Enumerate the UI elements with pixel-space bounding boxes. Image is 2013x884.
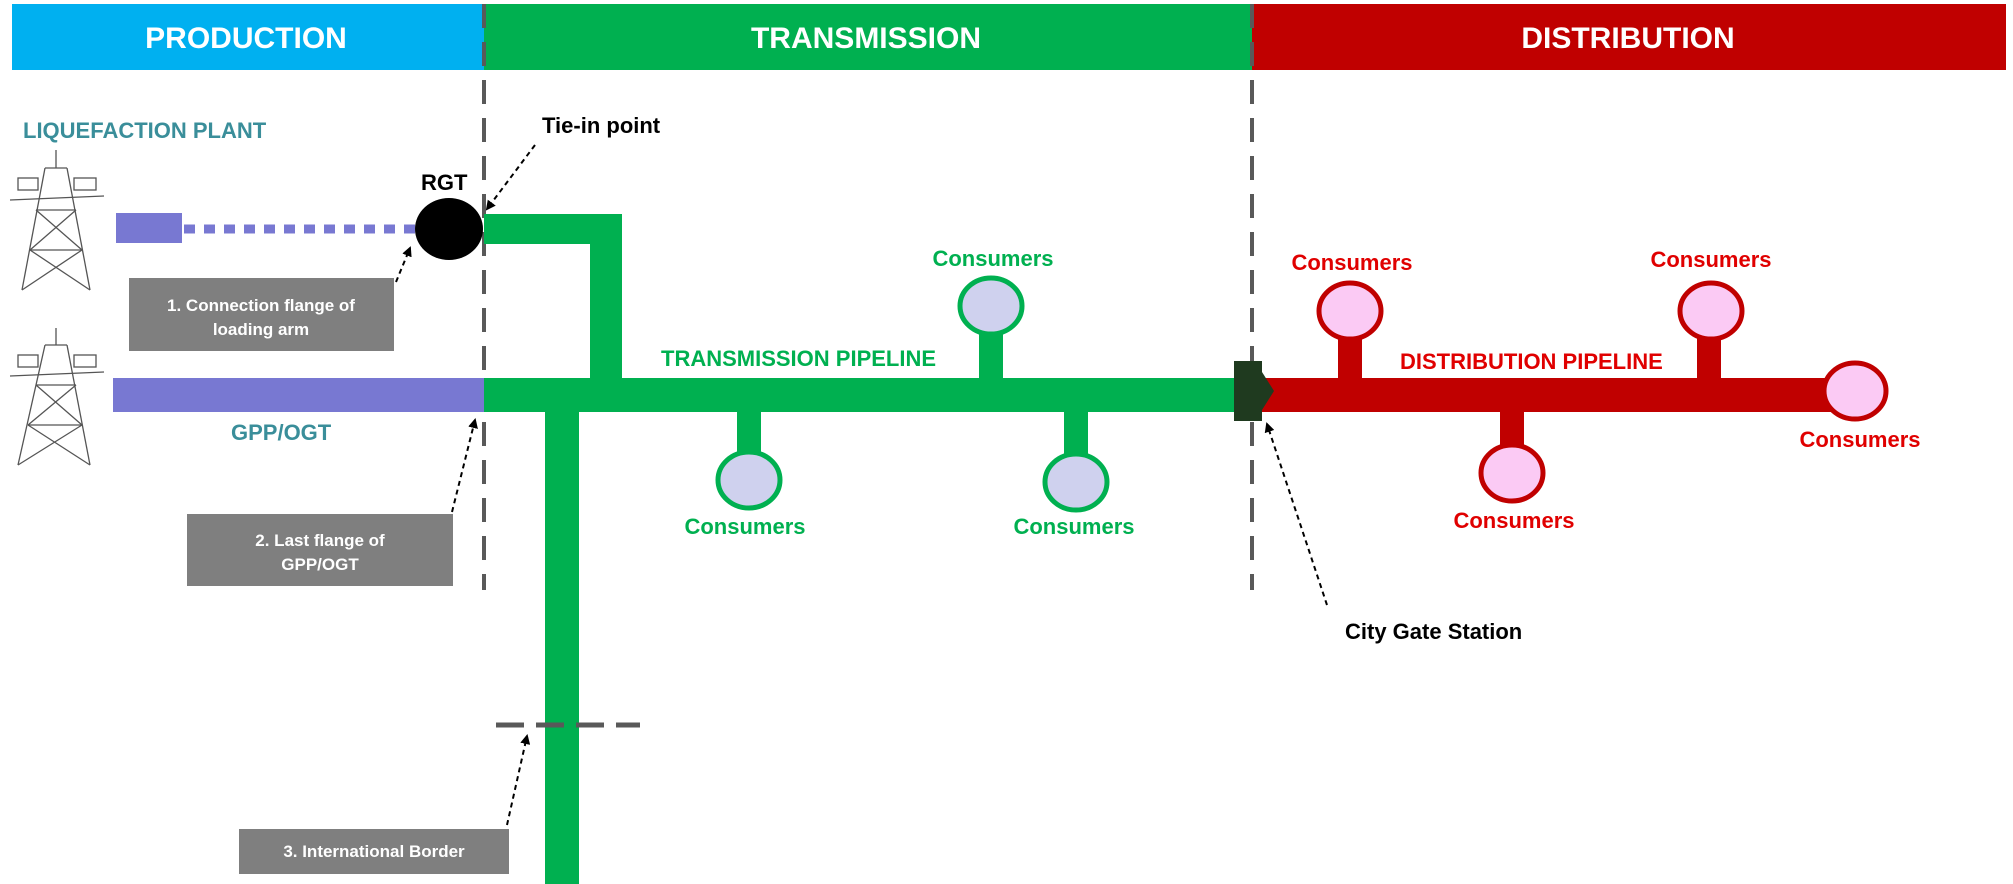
city-gate-station-label: City Gate Station (1345, 619, 1522, 644)
transmission-consumer-left (715, 410, 783, 511)
transmission-heading: TRANSMISSION (751, 22, 981, 55)
gpp-ogt-pipe (113, 378, 484, 412)
distribution-consumer-2 (1478, 410, 1546, 504)
liquefaction-plant-icon (9, 150, 105, 291)
production-heading: PRODUCTION (145, 22, 347, 55)
connection-flange-box (129, 278, 394, 351)
liquefaction-plant-label: LIQUEFACTION PLANT (23, 118, 267, 143)
international-border-text: 3. International Border (283, 842, 465, 861)
city-gate-station-arrow (1262, 372, 1274, 410)
distribution-band (1252, 4, 2006, 70)
cross-border-pipe (545, 378, 579, 884)
distribution-consumer-3-label: Consumers (1650, 247, 1771, 272)
production-band (12, 4, 484, 70)
international-border-arrow (506, 734, 531, 826)
distribution-consumer-1-label: Consumers (1291, 250, 1412, 275)
tie-in-point-arrow (485, 144, 536, 211)
city-gate-station-block (1234, 361, 1262, 421)
transmission-pipeline-label: TRANSMISSION PIPELINE (661, 346, 936, 371)
last-flange-arrow (451, 418, 478, 513)
rgt-terminal (415, 198, 483, 260)
distribution-consumer-1 (1316, 280, 1384, 382)
distribution-consumer-4-label: Consumers (1799, 427, 1920, 452)
transmission-band (484, 4, 1252, 70)
distribution-pipeline-label: DISTRIBUTION PIPELINE (1400, 349, 1663, 374)
distribution-heading: DISTRIBUTION (1521, 22, 1734, 55)
distribution-consumer-4 (1821, 360, 1889, 422)
connection-flange-arrow (395, 246, 412, 283)
gpp-ogt-label: GPP/OGT (231, 420, 332, 445)
distribution-consumer-2-label: Consumers (1453, 508, 1574, 533)
tie-in-point-label: Tie-in point (542, 113, 661, 138)
tie-in-pipe-vertical (590, 214, 622, 412)
transmission-consumer-top (957, 275, 1025, 380)
transmission-consumer-right-label: Consumers (1013, 514, 1134, 539)
loading-arm-pipe (116, 213, 182, 243)
last-flange-text-1: 2. Last flange of (255, 531, 385, 550)
rgt-label: RGT (421, 170, 468, 195)
transmission-consumer-right (1042, 410, 1110, 513)
city-gate-station-arrow-line (1264, 422, 1328, 606)
connection-flange-text-1: 1. Connection flange of (167, 296, 355, 315)
transmission-consumer-top-label: Consumers (932, 246, 1053, 271)
international-border-box (239, 829, 509, 874)
last-flange-box (187, 514, 453, 586)
distribution-main-pipe (1252, 378, 1842, 412)
distribution-consumer-3 (1677, 280, 1745, 382)
transmission-consumer-left-label: Consumers (684, 514, 805, 539)
gpp-ogt-plant-icon (9, 328, 105, 466)
last-flange-text-2: GPP/OGT (281, 555, 359, 574)
connection-flange-text-2: loading arm (213, 320, 309, 339)
